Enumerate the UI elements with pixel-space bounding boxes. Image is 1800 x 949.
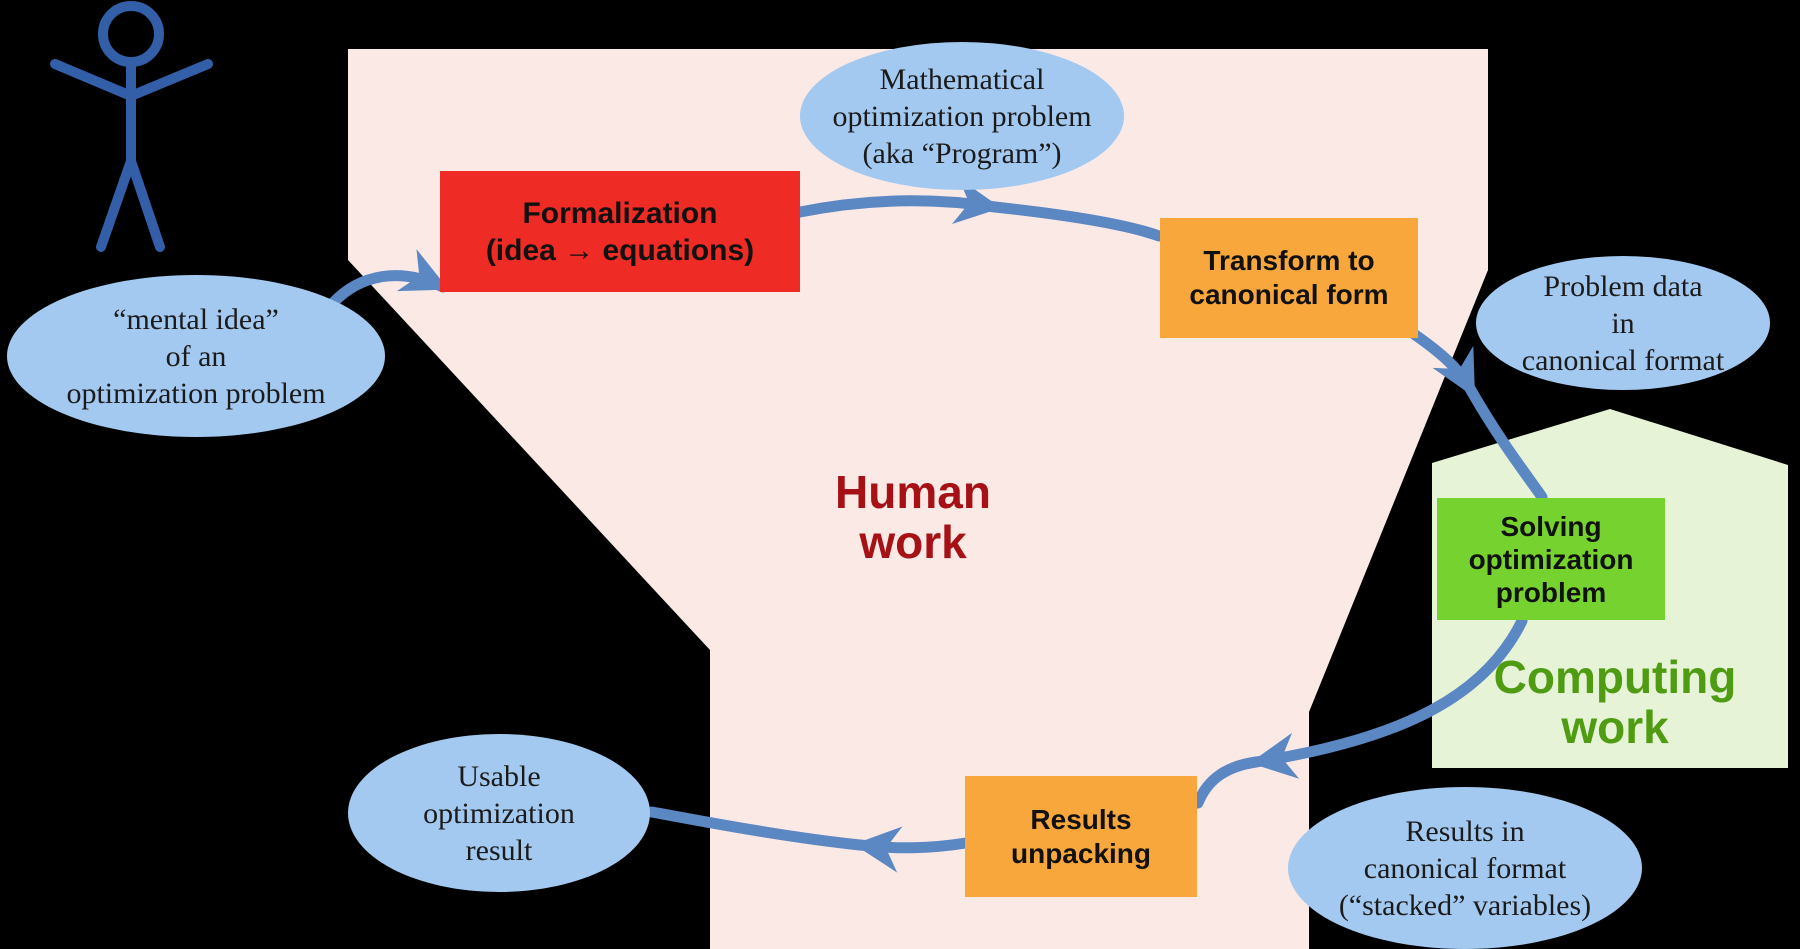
results-canonical-line2: canonical format: [1363, 851, 1567, 885]
transform-line1: Transform to: [1203, 245, 1375, 276]
usable-result-line3: result: [465, 833, 533, 867]
solving-line1: Solving: [1500, 510, 1602, 542]
stick-figure: [50, 1, 213, 252]
human-work-label: Human work: [763, 467, 1063, 567]
arrow-solving-to-unpacking-tail: [1192, 756, 1262, 809]
computing-work-label-line2: work: [1561, 701, 1669, 753]
problem-data-line3: canonical format: [1521, 343, 1725, 377]
usable-result-line1: Usable: [457, 759, 541, 793]
mental-idea-line1: “mental idea”: [113, 302, 279, 336]
mental-idea-ellipse: “mental idea” of an optimization problem: [7, 275, 385, 437]
formalization-line1: Formalization: [522, 196, 718, 230]
problem-data-line2: in: [1611, 306, 1635, 340]
math-problem-ellipse: Mathematical optimization problem (aka “…: [800, 42, 1124, 190]
flow-arrows: [327, 178, 1548, 873]
transform-line2: canonical form: [1189, 279, 1389, 310]
arrow-formalization-to-transform-head: [794, 178, 1002, 224]
results-canonical-line1: Results in: [1405, 814, 1525, 848]
arrow-formalization-to-transform-tail: [989, 201, 1165, 242]
arrow-transform-to-solving-tail: [1466, 386, 1548, 503]
arrow-mental-to-formalization: [327, 249, 449, 309]
usable-result-line2: optimization: [423, 796, 575, 830]
arrow-unpacking-to-usable-head: [853, 826, 972, 873]
computing-work-label: Computing work: [1465, 652, 1765, 752]
transform-box: Transform to canonical form: [1160, 218, 1418, 338]
solving-line2: optimization: [1468, 543, 1634, 575]
mental-idea-line2: of an: [165, 339, 227, 373]
problem-data-ellipse: Problem data in canonical format: [1476, 256, 1770, 390]
unpacking-box: Results unpacking: [965, 776, 1197, 897]
human-work-label-line2: work: [859, 516, 967, 568]
stick-figure-legs: [96, 145, 165, 252]
results-canonical-line3: (“stacked” variables): [1338, 888, 1592, 922]
formalization-box: Formalization (idea → equations): [440, 171, 800, 292]
problem-data-line1: Problem data: [1543, 269, 1703, 303]
math-problem-line2: optimization problem: [832, 99, 1092, 133]
arrow-solving-to-unpacking-head: [1249, 615, 1528, 779]
mental-idea-line3: optimization problem: [66, 376, 326, 410]
usable-result-ellipse: Usable optimization result: [348, 734, 650, 892]
unpacking-line1: Results: [1030, 803, 1132, 835]
math-problem-line3: (aka “Program”): [862, 136, 1062, 170]
solving-box: Solving optimization problem: [1437, 498, 1665, 620]
human-work-label-line1: Human: [835, 466, 991, 518]
stick-figure-head: [98, 1, 164, 67]
results-canonical-ellipse: Results in canonical format (“stacked” v…: [1288, 787, 1642, 949]
unpacking-line2: unpacking: [1010, 837, 1151, 869]
stick-figure-arms: [50, 59, 213, 102]
math-problem-line1: Mathematical: [879, 62, 1045, 96]
formalization-line2: (idea → equations): [485, 233, 755, 267]
computing-work-label-line1: Computing: [1493, 651, 1737, 703]
solving-line3: problem: [1495, 576, 1607, 608]
arrow-transform-to-solving-head: [1408, 328, 1478, 398]
arrow-unpacking-to-usable-tail: [646, 806, 866, 851]
